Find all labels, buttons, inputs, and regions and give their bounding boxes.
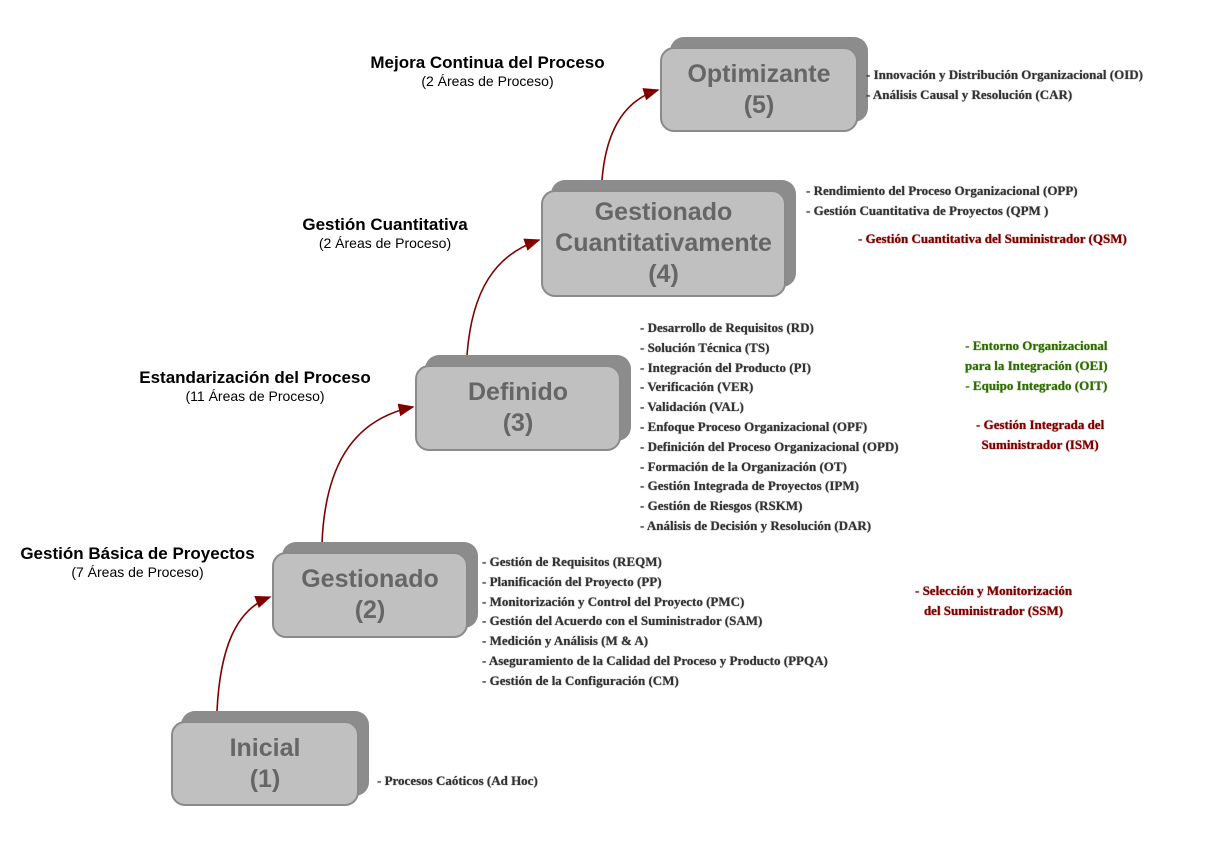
level-4-extra-red: - Gestión Cuantitativa del Suministrador… <box>858 229 1127 249</box>
process-area: - Equipo Integrado (OIT) <box>965 377 1108 393</box>
process-area: - Monitorización y Control del Proyecto … <box>482 593 745 609</box>
level-name: Definido <box>468 378 568 406</box>
process-area: - Gestión Integrada del <box>976 417 1105 432</box>
process-area: - Solución Técnica (TS) <box>640 339 770 355</box>
process-area: - Enfoque Proceso Organizacional (OPF) <box>640 418 868 434</box>
process-area: - Formación de la Organización (OT) <box>640 458 847 474</box>
level-name: Inicial <box>229 733 301 762</box>
level-2-box: Gestionado (2) <box>272 542 478 638</box>
level-2-extra-red: - Selección y Monitorización del Suminis… <box>915 581 1072 621</box>
process-area: para la Integración (OEI) <box>965 357 1108 373</box>
process-area: - Gestión Cuantitativa del Suministrador… <box>858 231 1127 246</box>
level-2-items: - Gestión de Requisitos (REQM) - Planifi… <box>482 552 828 691</box>
level-number: (2) <box>354 596 386 624</box>
level-3-category: Estandarización del Proceso(11 Áreas de … <box>139 368 371 404</box>
level-5-box: Optimizante(5) <box>660 37 868 132</box>
arrow-4-5 <box>601 88 660 181</box>
level-number: (5) <box>743 90 775 119</box>
level-3-items: - Desarrollo de Requisitos (RD) - Soluci… <box>640 318 899 536</box>
process-area: - Análisis Causal y Resolución (CAR) <box>866 86 1073 102</box>
process-area: - Medición y Análisis (M & A) <box>482 633 649 649</box>
level-name: Gestionado <box>301 565 439 593</box>
level-3-box: Definido (3) <box>415 355 631 451</box>
process-area: - Gestión de Requisitos (REQM) <box>482 554 662 569</box>
process-area: - Procesos Caóticos (Ad Hoc) <box>377 773 538 788</box>
level-4-category: Gestión Cuantitativa(2 Áreas de Proceso) <box>302 215 468 251</box>
process-area: - Gestión del Acuerdo con el Suministrad… <box>482 613 763 629</box>
process-area: - Validación (VAL) <box>640 399 744 415</box>
level-name-line1: Gestionado <box>594 198 733 226</box>
level-5-category: Mejora Continua del Proceso(2 Áreas de P… <box>370 53 605 89</box>
process-area: - Planificación del Proyecto (PP) <box>482 573 662 589</box>
process-area: del Suministrador (SSM) <box>923 602 1064 618</box>
process-area: - Análisis de Decisión y Resolución (DAR… <box>640 517 872 533</box>
arrow-2-3 <box>321 403 415 544</box>
process-area: - Definición del Proceso Organizacional … <box>640 438 899 454</box>
process-area: Suministrador (ISM) <box>981 436 1099 452</box>
level-name-line2: Cuantitativamente <box>555 229 772 257</box>
level-3-extra-red: - Gestión Integrada del Suministrador (I… <box>976 415 1104 455</box>
level-1-box: Inicial(1) <box>171 711 369 806</box>
process-area: - Aseguramiento de la Calidad del Proces… <box>482 652 828 668</box>
level-number: (3) <box>502 409 534 437</box>
level-number: (4) <box>648 260 679 288</box>
level-number: (1) <box>249 764 281 793</box>
level-3-extra-green: - Entorno Organizacional para la Integra… <box>965 336 1108 395</box>
arrow-1-2 <box>216 596 272 712</box>
process-area: - Integración del Producto (PI) <box>640 359 811 375</box>
level-1-items: - Procesos Caóticos (Ad Hoc) <box>377 771 538 791</box>
process-area: - Gestión Integrada de Proyectos (IPM) <box>640 478 859 494</box>
level-4-items: - Rendimiento del Proceso Organizacional… <box>806 181 1078 221</box>
process-area: - Innovación y Distribución Organizacion… <box>866 67 1143 82</box>
process-area: - Verificación (VER) <box>640 379 754 395</box>
process-area: - Desarrollo de Requisitos (RD) <box>640 320 814 335</box>
process-area: - Selección y Monitorización <box>915 583 1073 598</box>
process-area: - Gestión Cuantitativa de Proyectos (QPM… <box>806 202 1049 218</box>
level-5-items: - Innovación y Distribución Organizacion… <box>866 65 1143 105</box>
process-area: - Rendimiento del Proceso Organizacional… <box>806 183 1078 198</box>
process-area: - Entorno Organizacional <box>965 338 1108 353</box>
level-name: Optimizante <box>687 59 831 88</box>
process-area: - Gestión de la Configuración (CM) <box>482 672 679 688</box>
process-area: - Gestión de Riesgos (RSKM) <box>640 498 803 514</box>
level-2-category: Gestión Básica de Proyectos(7 Áreas de P… <box>20 544 255 580</box>
arrow-3-4 <box>466 238 541 356</box>
